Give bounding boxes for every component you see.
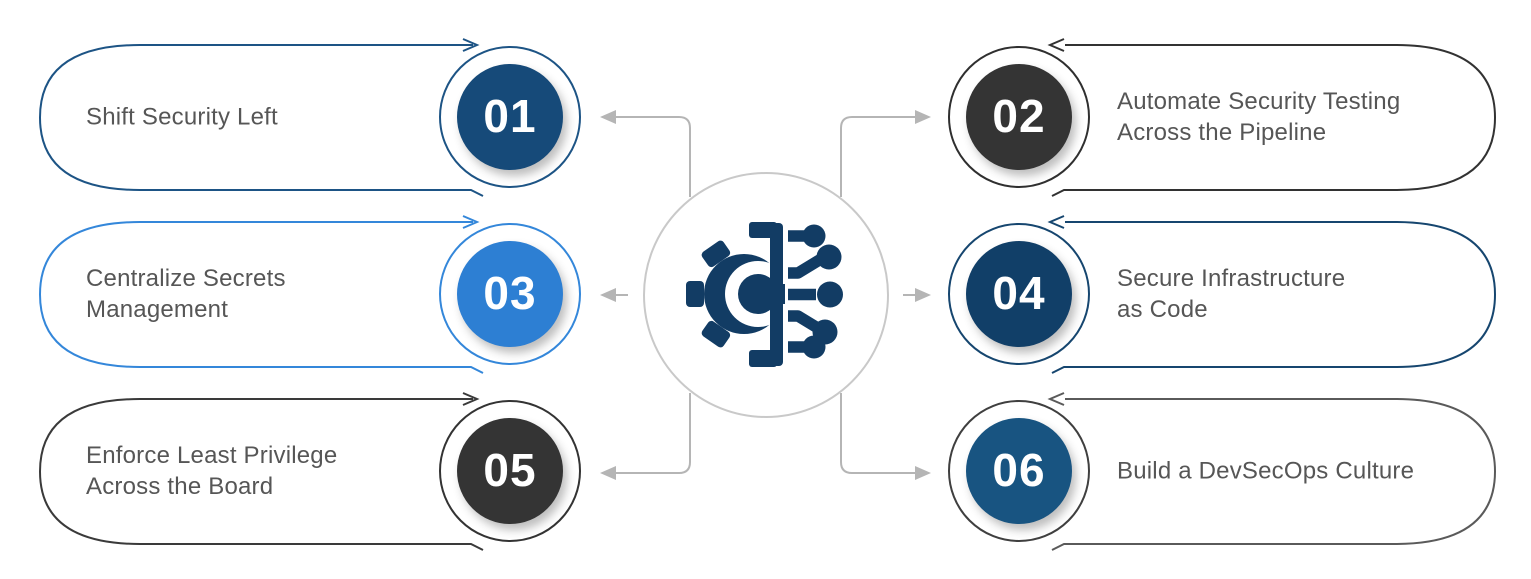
practice-item-01: 01 Shift Security Left xyxy=(30,38,590,198)
practice-label: Automate Security Testing Across the Pip… xyxy=(1117,88,1401,146)
step-number: 04 xyxy=(992,267,1046,319)
pill-outline-arrow xyxy=(1047,38,1497,197)
step-number: 06 xyxy=(992,444,1046,496)
gear-circuit-icon xyxy=(686,222,843,367)
step-number-badge: 01 xyxy=(439,46,581,188)
practice-item-04: 04 Secure Infrastructure as Code xyxy=(945,215,1505,375)
practice-item-06: 06 Build a DevSecOps Culture xyxy=(945,392,1505,552)
pill-arrowhead-icon xyxy=(462,215,480,229)
step-number: 02 xyxy=(992,90,1046,142)
practice-item-02: 02 Automate Security Testing Across the … xyxy=(945,38,1505,198)
practice-label: Build a DevSecOps Culture xyxy=(1117,457,1415,485)
pill-outline-arrow xyxy=(38,38,484,197)
pill-outline-arrow xyxy=(38,392,484,551)
pill-arrowhead-icon xyxy=(1047,392,1065,406)
step-number-badge: 03 xyxy=(439,223,581,365)
connector-bottom-left xyxy=(614,393,691,474)
practice-item-03: 03 Centralize Secrets Management xyxy=(30,215,590,375)
practice-label: Enforce Least Privilege Across the Board xyxy=(86,442,338,500)
connector-top-left xyxy=(614,116,691,197)
pill-arrowhead-icon xyxy=(1047,38,1065,52)
pill-outline-arrow xyxy=(1047,392,1497,551)
arrowhead-icon xyxy=(915,110,931,124)
step-number: 05 xyxy=(483,444,537,496)
step-number-badge: 04 xyxy=(948,223,1090,365)
practice-label: Shift Security Left xyxy=(86,103,278,131)
connector-bottom-right xyxy=(840,393,917,474)
pill-arrowhead-icon xyxy=(462,38,480,52)
practice-label: Centralize Secrets Management xyxy=(86,265,286,323)
practice-label: Secure Infrastructure as Code xyxy=(1117,265,1346,323)
step-number: 03 xyxy=(483,267,537,319)
step-number: 01 xyxy=(483,90,537,142)
pill-arrowhead-icon xyxy=(462,392,480,406)
pill-outline-arrow xyxy=(38,215,484,374)
practice-item-05: 05 Enforce Least Privilege Across the Bo… xyxy=(30,392,590,552)
central-hub xyxy=(643,172,889,418)
connector-top-right xyxy=(840,116,917,197)
arrowhead-icon xyxy=(915,466,931,480)
pill-arrowhead-icon xyxy=(1047,215,1065,229)
arrowhead-icon xyxy=(915,288,931,302)
pill-outline-arrow xyxy=(1047,215,1497,374)
arrowhead-icon xyxy=(600,466,616,480)
step-number-badge: 05 xyxy=(439,400,581,542)
step-number-badge: 02 xyxy=(948,46,1090,188)
arrowhead-icon xyxy=(600,288,616,302)
step-number-badge: 06 xyxy=(948,400,1090,542)
arrowhead-icon xyxy=(600,110,616,124)
